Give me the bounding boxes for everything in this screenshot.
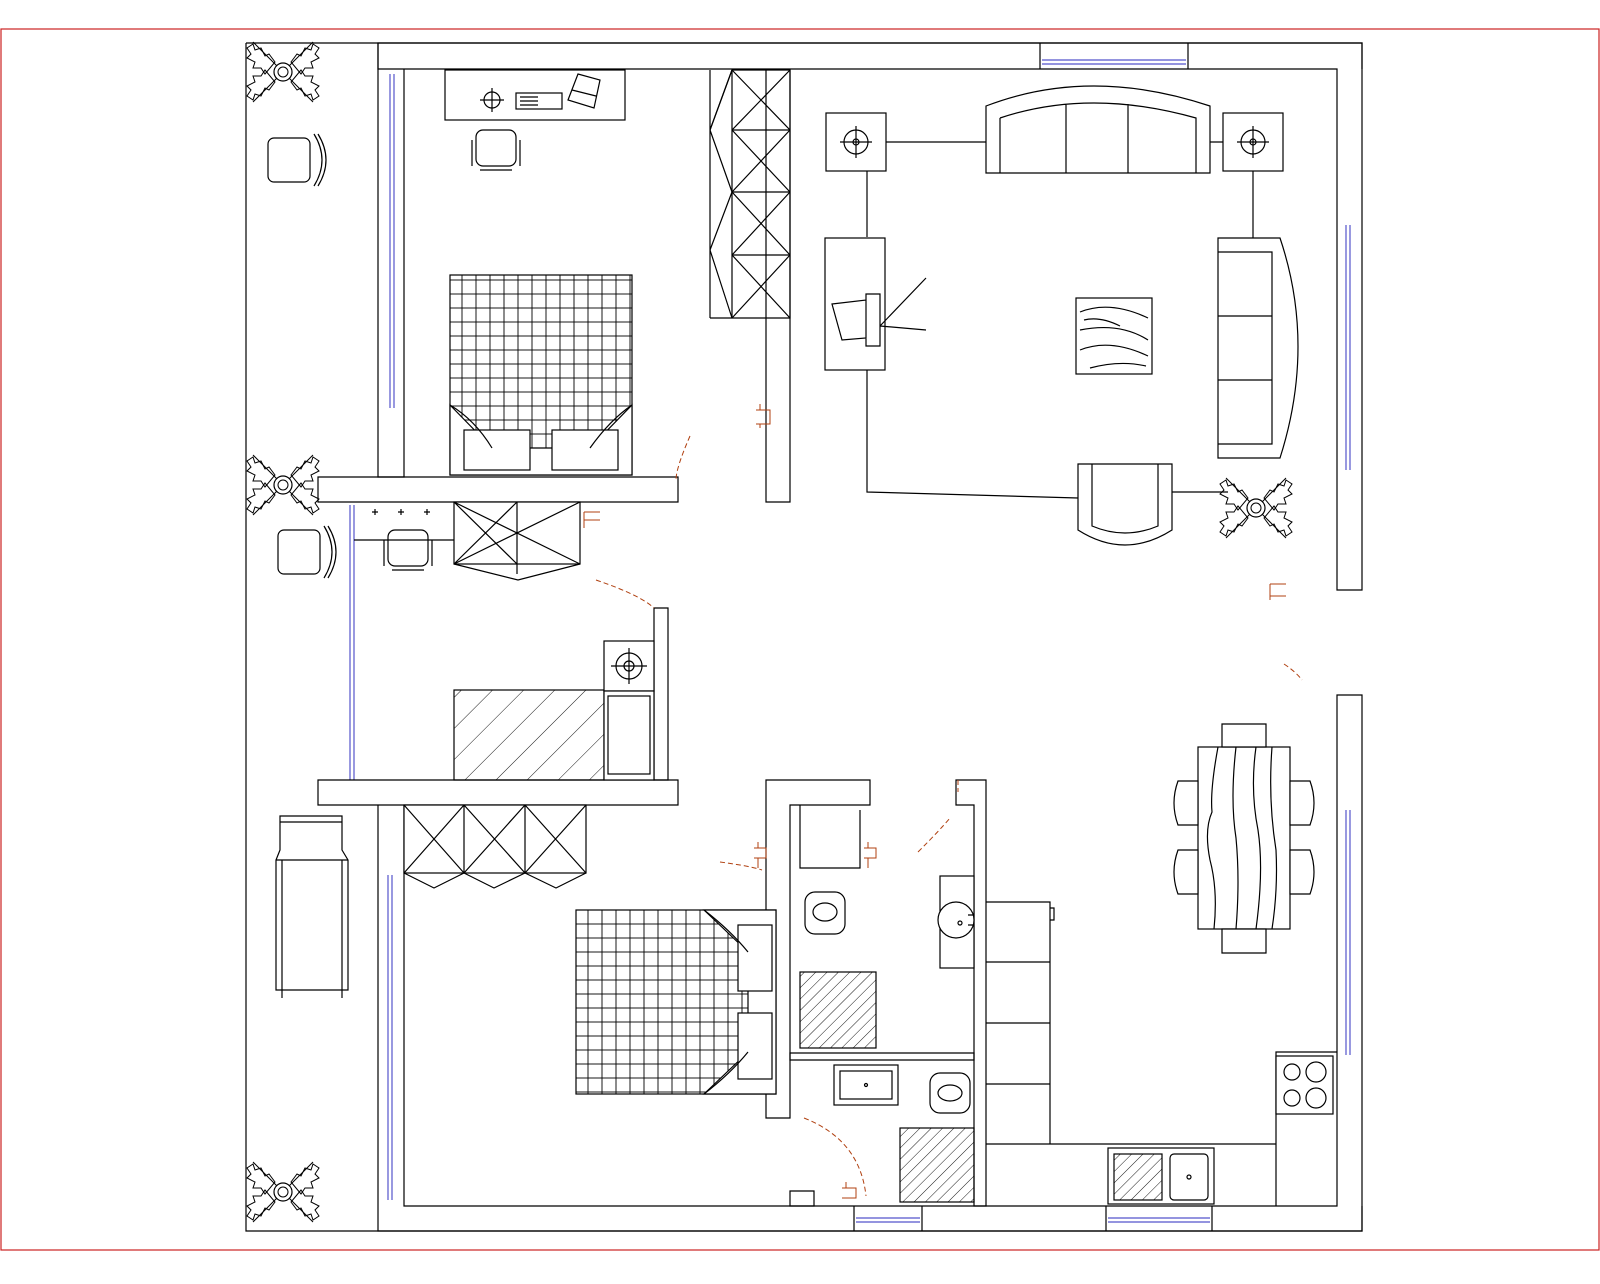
- door-handle: [583, 404, 1286, 1199]
- dining-table: [1173, 723, 1315, 954]
- door-swing: [595, 435, 1303, 1197]
- cabinets: [986, 901, 1055, 1144]
- toilet-icon: [929, 1072, 971, 1114]
- washbasin: [833, 1064, 899, 1106]
- computer: [515, 92, 563, 110]
- lamp-icon: [840, 126, 872, 158]
- interior-wall: [789, 1052, 975, 1061]
- armchair-icon: [267, 133, 327, 187]
- shower: [799, 971, 877, 1049]
- plant-icon: [246, 1161, 320, 1223]
- plant-icon: [246, 454, 320, 516]
- exterior-wall: [377, 694, 1363, 1232]
- sofa: [1217, 237, 1299, 459]
- interior-wall: [317, 476, 679, 503]
- window-glazing: [349, 59, 1351, 1223]
- wardrobe: [403, 804, 587, 889]
- plan-lines: [0, 28, 1600, 1251]
- office-chair: [471, 129, 521, 171]
- stove-icon: [1275, 1055, 1334, 1115]
- desk: [444, 69, 626, 121]
- lamp-icon: [1237, 126, 1269, 158]
- interior-wall: [653, 607, 669, 781]
- armchair-icon: [277, 525, 337, 579]
- chair: [383, 529, 433, 571]
- interior-wall: [765, 779, 871, 1119]
- interior-wall: [317, 779, 679, 806]
- interior-wall: [955, 779, 987, 1207]
- interior-wall: [789, 1190, 815, 1207]
- monitor: [567, 73, 601, 109]
- exterior-wall: [377, 43, 405, 478]
- kitchen-sink: [1107, 1147, 1215, 1205]
- sofa: [985, 85, 1211, 174]
- bed-small: [453, 689, 605, 781]
- armchair: [1077, 463, 1173, 546]
- plant-icon: [246, 41, 320, 103]
- border-frame: [0, 28, 1600, 1251]
- wardrobe: [709, 69, 791, 319]
- shower: [899, 1127, 975, 1203]
- plant-icon: [1219, 477, 1293, 539]
- sink-icon: [937, 901, 975, 939]
- toilet-icon: [804, 891, 846, 935]
- lounger-icon: [275, 815, 349, 998]
- coffee-table: [1075, 297, 1153, 375]
- wardrobe: [453, 501, 581, 581]
